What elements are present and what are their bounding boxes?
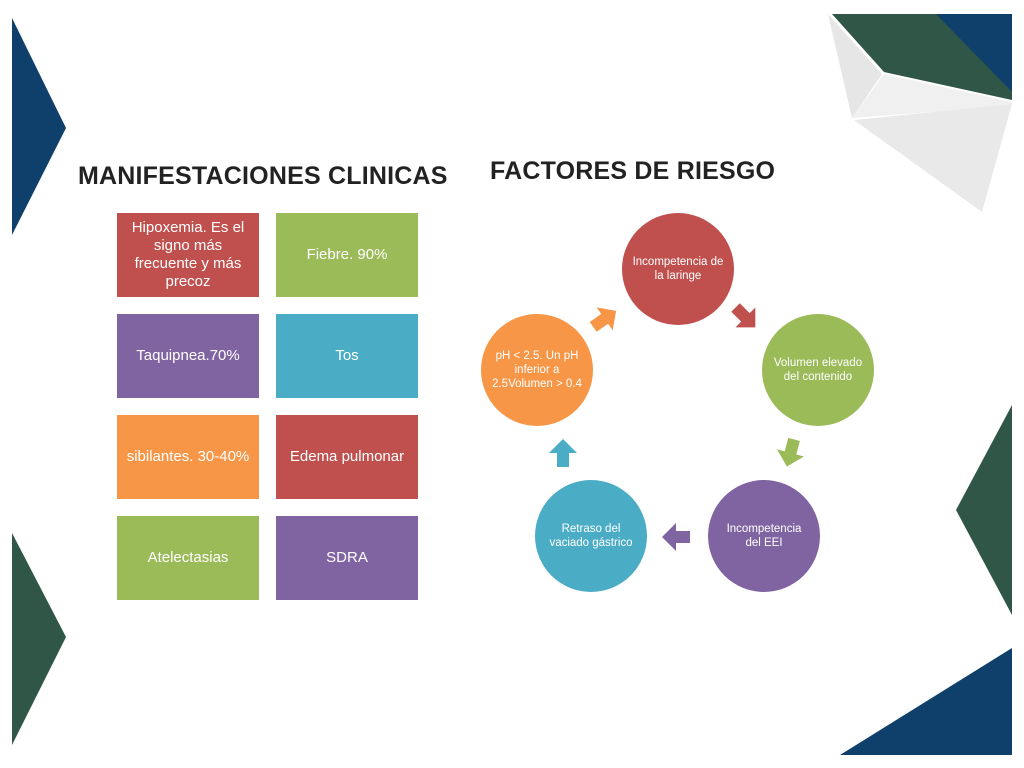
symptom-label: sibilantes. 30-40% — [126, 448, 250, 465]
cycle-arrow — [662, 523, 690, 551]
top-right-gray-shape — [828, 14, 882, 118]
cycle-node-label: Incompetencia de la laringe — [632, 256, 724, 282]
left-top-navy-triangle — [12, 18, 66, 235]
symptom-label: Edema pulmonar — [289, 448, 405, 465]
cycle-node-ph: pH < 2.5. Un pH inferior a 2.5Volumen > … — [481, 314, 593, 426]
symptom-box-sdra: SDRA — [276, 516, 418, 600]
cycle-arrow — [589, 307, 617, 332]
cycle-node-incompetencia-laringe: Incompetencia de la laringe — [622, 213, 734, 325]
cycle-node-retraso-vaciado: Retraso del vaciado gástrico — [535, 480, 647, 592]
symptom-box-hipoxemia: Hipoxemia. Es el signo más frecuente y m… — [117, 213, 259, 297]
symptom-label: Fiebre. 90% — [306, 246, 388, 263]
factores-title: FACTORES DE RIESGO — [490, 157, 776, 185]
cycle-arrow — [549, 439, 577, 467]
symptom-label: Atelectasias — [147, 549, 229, 566]
right-middle-green-triangle — [956, 405, 1012, 615]
top-right-white-gray-shape — [854, 104, 1012, 212]
left-bottom-green-triangle — [12, 533, 66, 745]
bottom-right-navy-triangle — [840, 648, 1012, 755]
cycle-node-volumen-elevado: Volumen elevado del contenido — [762, 314, 874, 426]
symptom-label: Tos — [335, 347, 359, 364]
cycle-node-label: Incompetencia del EEI — [726, 523, 802, 549]
symptom-box-taquipnea: Taquipnea.70% — [117, 314, 259, 398]
symptom-label: Taquipnea.70% — [136, 347, 240, 364]
top-right-navy-shape — [936, 14, 1012, 92]
cycle-node-label: pH < 2.5. Un pH inferior a 2.5Volumen > … — [492, 350, 582, 390]
symptom-box-fiebre: Fiebre. 90% — [276, 213, 418, 297]
cycle-arrow — [776, 437, 805, 467]
cycle-node-label: Retraso del vaciado gástrico — [549, 523, 633, 549]
symptom-label: Hipoxemia. Es el signo más frecuente y m… — [131, 219, 245, 290]
manifestaciones-title: MANIFESTACIONES CLINICAS — [78, 162, 448, 190]
symptom-box-tos: Tos — [276, 314, 418, 398]
symptom-box-edema: Edema pulmonar — [276, 415, 418, 499]
top-right-light-shape — [852, 74, 1012, 118]
symptom-label: SDRA — [326, 549, 368, 566]
symptom-box-atelectasias: Atelectasias — [117, 516, 259, 600]
cycle-node-label: Volumen elevado del contenido — [773, 357, 863, 383]
cycle-arrow — [731, 303, 756, 328]
symptom-box-sibilantes: sibilantes. 30-40% — [117, 415, 259, 499]
cycle-node-incompetencia-eei: Incompetencia del EEI — [708, 480, 820, 592]
